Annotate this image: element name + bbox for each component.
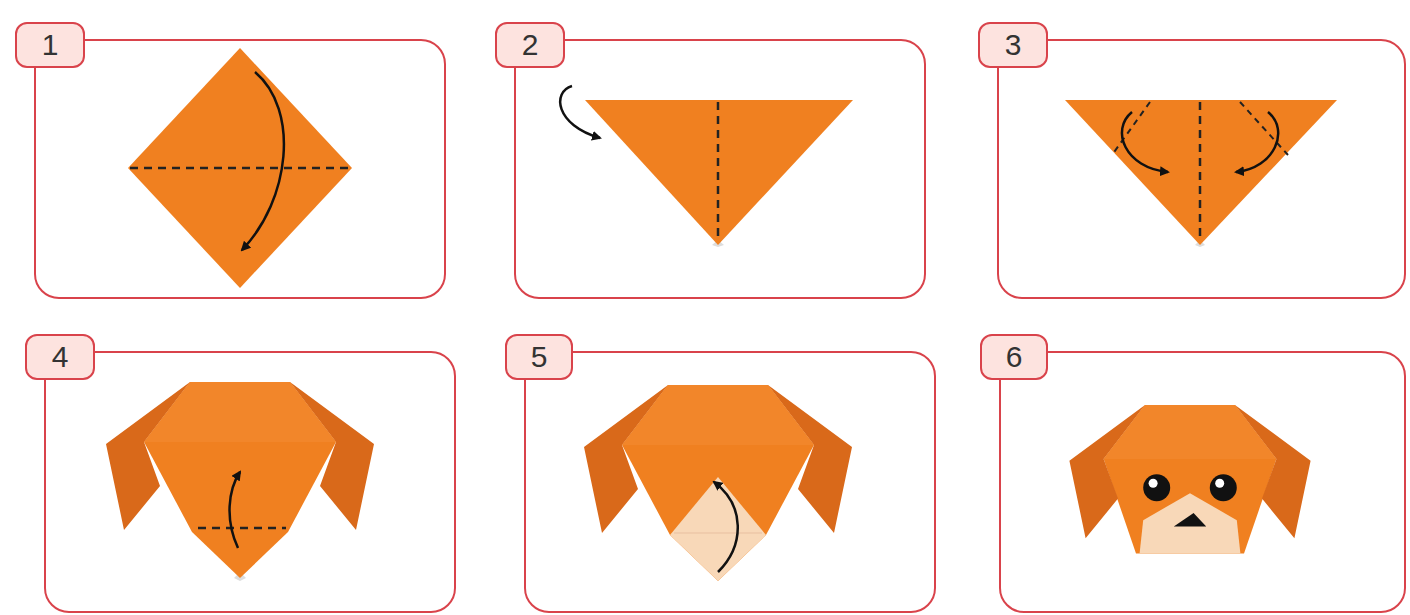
step-panel — [515, 40, 925, 298]
step-number: 3 — [1005, 30, 1022, 60]
step-number: 1 — [42, 30, 59, 60]
step-number-tab: 5 — [505, 334, 573, 380]
step-panel — [1000, 352, 1405, 612]
step-number-tab: 1 — [15, 22, 85, 68]
step-panel — [525, 352, 935, 612]
step-panel — [35, 40, 445, 298]
step-number-tab: 3 — [978, 22, 1048, 68]
step-number-tab: 2 — [495, 22, 565, 68]
step-panel — [45, 352, 455, 612]
step-number: 2 — [522, 30, 539, 60]
step-number-tab: 6 — [980, 334, 1048, 380]
step-number-tab: 4 — [25, 334, 95, 380]
step-number: 4 — [52, 342, 69, 372]
step-number: 6 — [1006, 342, 1023, 372]
step-panel — [998, 40, 1405, 298]
step-number: 5 — [531, 342, 548, 372]
